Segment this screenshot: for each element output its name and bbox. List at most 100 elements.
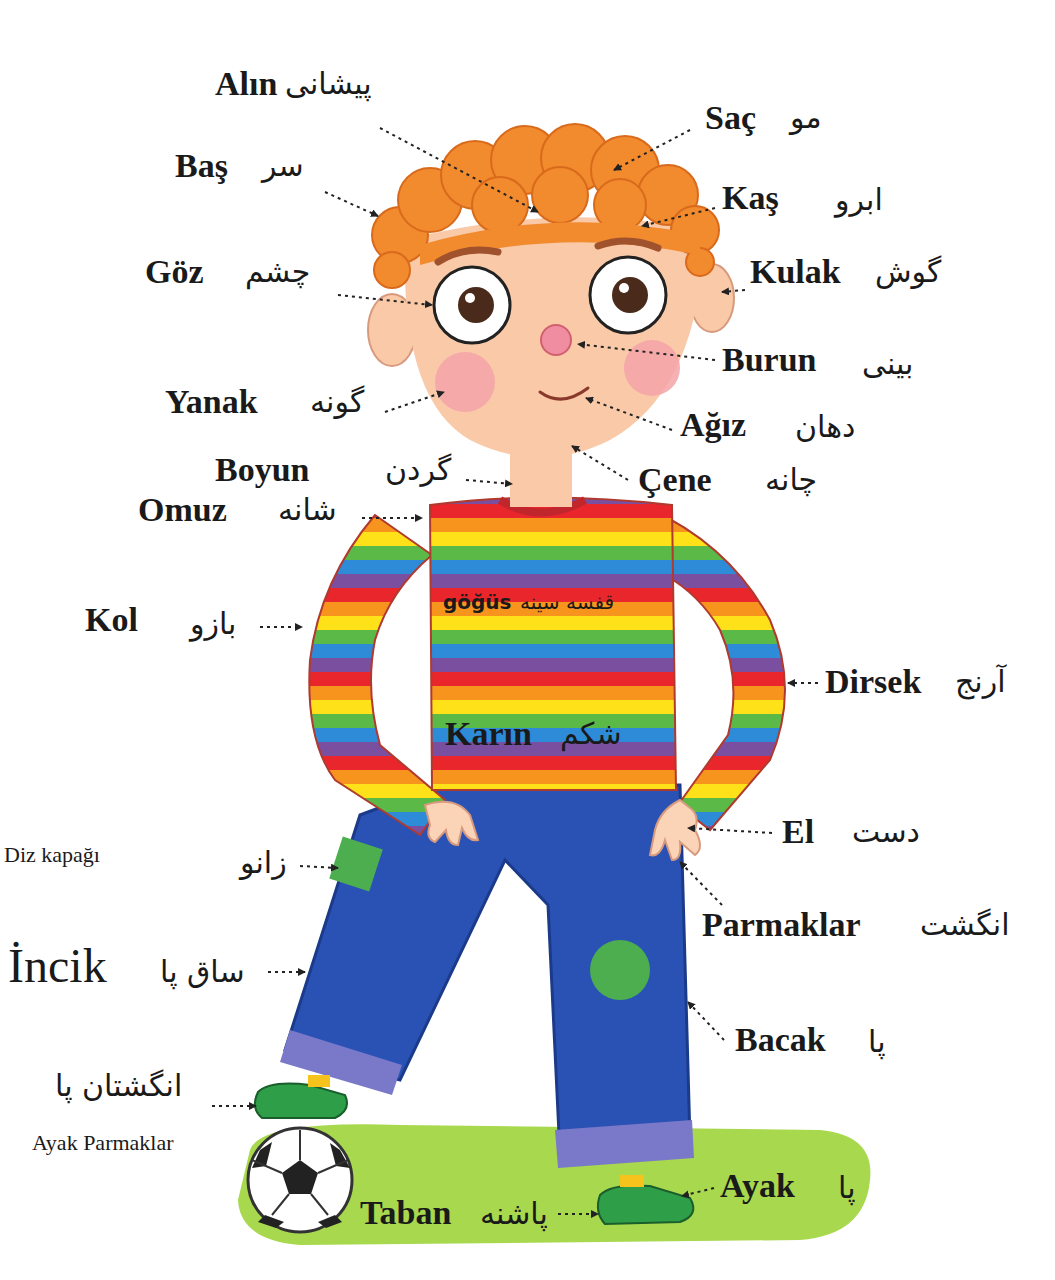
shoe [255, 1084, 347, 1118]
part-label: ساق پا [160, 954, 245, 990]
leader-lines [212, 128, 818, 1214]
part-label: قفسه سینه [520, 590, 614, 614]
leader-line [680, 862, 722, 905]
part-label: پا [838, 1170, 856, 1206]
part-label: شانه [278, 492, 337, 528]
part-label: Ayak Parmaklar [32, 1130, 174, 1156]
eye-shine [465, 293, 475, 303]
jeans-cuff [555, 1120, 694, 1168]
leader-line [325, 192, 378, 216]
part-label: Kulak [750, 252, 841, 293]
part-label: Ağız [680, 405, 746, 446]
part-label: گوش [875, 254, 941, 290]
eyebrow [438, 250, 498, 262]
leader-line [212, 1105, 256, 1107]
part-label: Bacak [735, 1020, 826, 1061]
leader-line [338, 295, 432, 305]
part-label: انگشت [920, 907, 1009, 943]
part-label: El [782, 812, 814, 853]
right-hand [650, 800, 700, 860]
part-label: Alın [215, 64, 277, 105]
soccer-ball [248, 1128, 352, 1232]
sweater [430, 498, 676, 791]
part-label: Taban [360, 1193, 451, 1234]
leader-line [642, 208, 715, 226]
knee-patch [329, 837, 383, 892]
part-label: Göz [145, 252, 204, 293]
cheek [624, 340, 680, 396]
part-label: پا [868, 1024, 886, 1060]
left-arm [309, 515, 445, 835]
part-label: گونه [310, 384, 364, 420]
cheek [435, 352, 495, 412]
leader-line [578, 344, 715, 360]
pupil [458, 287, 494, 323]
nose [541, 325, 571, 355]
mouth [540, 388, 588, 399]
eyebrow [598, 241, 658, 248]
leader-line [614, 130, 690, 170]
part-label: Burun [722, 340, 817, 381]
part-label: Dirsek [825, 662, 921, 703]
face [405, 217, 705, 457]
part-label: دست [852, 814, 920, 850]
part-label: چانه [765, 462, 817, 498]
leader-line [788, 682, 818, 684]
part-label: Yanak [165, 382, 258, 423]
part-label: دهان [795, 409, 855, 445]
leader-line [466, 480, 512, 484]
hair [372, 124, 719, 288]
leader-line [682, 1188, 714, 1196]
part-label: Çene [638, 460, 712, 501]
part-label: İncik [8, 937, 107, 995]
part-label: انگشتان پا [55, 1068, 182, 1104]
leader-line [268, 971, 305, 973]
part-label: Saç [705, 98, 756, 139]
eye [434, 267, 510, 343]
sock [620, 1175, 644, 1187]
leader-line [558, 1213, 598, 1215]
part-label: آرنج [955, 664, 1006, 700]
part-label: مو [790, 100, 822, 136]
leader-line [688, 1002, 724, 1040]
leader-line [385, 392, 444, 412]
sock [308, 1075, 330, 1087]
part-label: پاشنه [480, 1196, 548, 1232]
hair-fringe [420, 222, 700, 265]
grass [238, 1124, 870, 1245]
leader-line [722, 290, 745, 292]
part-label: Kol [85, 600, 138, 641]
part-label: بینی [862, 346, 913, 382]
part-label: göğüs [443, 590, 512, 614]
leader-line [362, 517, 422, 519]
left-hand [425, 802, 478, 845]
part-label: سر [262, 148, 304, 184]
leader-line [688, 828, 772, 833]
part-label: Diz kapağı [4, 842, 100, 868]
part-label: شکم [560, 716, 622, 752]
leader-line [572, 446, 628, 480]
part-label: چشم [245, 254, 310, 290]
part-label: Karın [445, 714, 532, 755]
part-label: Ayak [720, 1166, 795, 1207]
leader-line [380, 128, 538, 212]
pupil [612, 277, 648, 313]
part-label: Boyun [215, 450, 310, 491]
part-label: Baş [175, 146, 228, 187]
part-label: زانو [240, 845, 287, 881]
leader-line [586, 398, 672, 430]
eye-shine [619, 283, 629, 293]
part-label: Omuz [138, 490, 227, 531]
leader-line [300, 866, 338, 868]
part-label: گردن [385, 452, 451, 488]
part-label: بازو [190, 606, 236, 642]
leg-patch [590, 940, 650, 1000]
part-label: Parmaklar [702, 905, 861, 946]
eye [590, 257, 666, 333]
leader-line [260, 626, 302, 628]
part-label: پیشانی [285, 66, 372, 102]
shoe [598, 1185, 693, 1224]
part-label: ابرو [835, 182, 883, 218]
part-label: Kaş [722, 178, 779, 219]
